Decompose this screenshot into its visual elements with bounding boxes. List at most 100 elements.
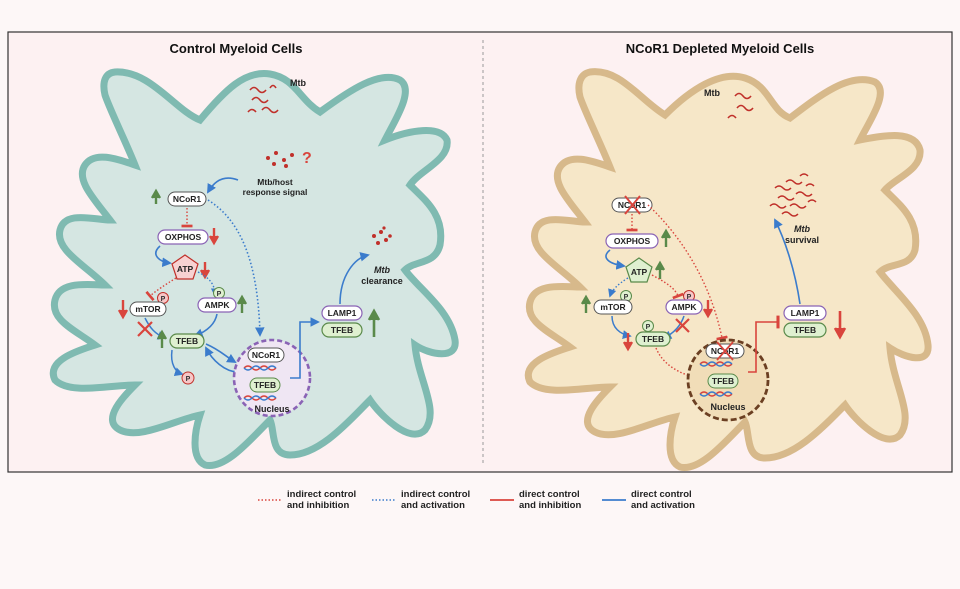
atp-node: ATP bbox=[625, 257, 653, 283]
lamp1-node: LAMP1 TFEB bbox=[321, 305, 363, 338]
oxphos-up-arrow-icon bbox=[660, 228, 672, 247]
outcome-line1: Mtb bbox=[794, 224, 810, 234]
mtor-phospho-label: P bbox=[161, 296, 166, 303]
legend: indirect control and inhibition indirect… bbox=[258, 489, 695, 511]
ampk-up-arrow-icon bbox=[236, 294, 248, 313]
nucleus-inhibits-lamp1 bbox=[748, 315, 780, 373]
atp-node: ATP bbox=[171, 254, 199, 280]
ampk-node: P AMPK bbox=[197, 287, 237, 313]
atp-label: ATP bbox=[631, 267, 648, 277]
nucleus-tfeb-label: TFEB bbox=[254, 380, 276, 390]
left-cell bbox=[49, 68, 459, 469]
right-panel-title: NCoR1 Depleted Myeloid Cells bbox=[626, 41, 815, 56]
mtor-label: mTOR bbox=[600, 302, 625, 312]
signal-label-line1: Mtb/host bbox=[257, 177, 293, 187]
oxphos-to-atp-arrow bbox=[605, 249, 626, 270]
outcome-line2: survival bbox=[785, 235, 819, 245]
ampk-phospho-label: P bbox=[687, 294, 692, 301]
lamp-tfeb-label: TFEB bbox=[794, 325, 816, 335]
tfeb-node: P TFEB bbox=[635, 320, 671, 347]
mtor-down-arrow-icon bbox=[117, 300, 129, 320]
oxphos-down-arrow-icon bbox=[208, 228, 220, 246]
tfeb-phospho-arrow bbox=[170, 349, 184, 376]
legend-item: direct control and inhibition bbox=[490, 489, 581, 511]
lamp-tfeb-label: TFEB bbox=[331, 325, 353, 335]
blocked-cross-icon bbox=[675, 318, 690, 333]
mtor-up-arrow-icon bbox=[580, 294, 592, 313]
blocked-cross-icon bbox=[137, 321, 153, 337]
question-mark: ? bbox=[302, 150, 312, 167]
nucleus-left: NCoR1 TFEB Nucleus bbox=[232, 338, 312, 418]
legend-label-line1: indirect control bbox=[287, 489, 356, 500]
ampk-label: AMPK bbox=[204, 300, 230, 310]
ncor1-label: NCoR1 bbox=[173, 194, 202, 204]
tfeb-up-arrow-icon bbox=[156, 329, 168, 348]
tfeb-label: TFEB bbox=[176, 336, 198, 346]
mtor-phospho-label: P bbox=[624, 294, 629, 301]
atp-down-arrow-icon bbox=[199, 262, 211, 280]
right-cell bbox=[524, 68, 932, 471]
mtb-bacteria-icon bbox=[247, 84, 279, 114]
lamp1-node: LAMP1 TFEB bbox=[783, 305, 827, 338]
ampk-phospho-label: P bbox=[217, 291, 222, 298]
atp-label: ATP bbox=[177, 264, 194, 274]
nucleus-label: Nucleus bbox=[254, 404, 289, 414]
tfeb-down-arrow-icon bbox=[622, 333, 634, 352]
depleted-cross-icon bbox=[624, 195, 641, 215]
signal-dots-icon bbox=[266, 151, 294, 168]
ampk-label: AMPK bbox=[671, 302, 697, 312]
tfeb-label: TFEB bbox=[642, 334, 664, 344]
nucleus-cross-icon bbox=[716, 341, 734, 361]
oxphos-to-atp-arrow bbox=[155, 245, 172, 268]
lamp1-to-clearance-arrow bbox=[339, 252, 370, 305]
legend-item: direct control and activation bbox=[602, 489, 695, 511]
atp-to-mtor-arrow bbox=[608, 277, 629, 298]
atp-inhibits-ampk bbox=[651, 274, 684, 300]
nucleus-ncor1-label: NCoR1 bbox=[252, 350, 281, 360]
tfeb-node: TFEB bbox=[169, 333, 205, 349]
left-panel-title: Control Myeloid Cells bbox=[170, 41, 303, 56]
lamp1-down-arrow-icon bbox=[833, 311, 847, 340]
atp-inhibits-mtor bbox=[145, 277, 177, 302]
lamp1-up-arrow-icon bbox=[367, 308, 381, 337]
nucleus-label: Nucleus bbox=[710, 402, 745, 412]
signal-label-line2: response signal bbox=[243, 187, 308, 197]
oxphos-node: OXPHOS bbox=[605, 233, 659, 249]
legend-label-line1: direct control bbox=[519, 489, 580, 500]
ncor1-node: NCoR1 bbox=[611, 195, 653, 215]
legend-label-line2: and activation bbox=[631, 500, 695, 511]
lamp1-to-survival-arrow bbox=[774, 218, 801, 305]
mtb-label: Mtb bbox=[290, 78, 306, 88]
atp-up-arrow-icon bbox=[654, 260, 666, 279]
legend-label-line2: and activation bbox=[401, 500, 465, 511]
oxphos-label: OXPHOS bbox=[614, 236, 651, 246]
ncor1-node: NCoR1 bbox=[167, 191, 207, 207]
nucleus-tfeb-label: TFEB bbox=[712, 376, 734, 386]
mtor-node: P mTOR bbox=[129, 292, 169, 317]
tfeb-to-nucleus-arrow bbox=[205, 343, 237, 363]
signal-to-ncor1-arrow bbox=[207, 177, 239, 194]
lamp1-label: LAMP1 bbox=[791, 308, 820, 318]
left-panel: Control Myeloid Cells Mtb ? Mtb/host res… bbox=[49, 41, 459, 469]
oxphos-node: OXPHOS bbox=[157, 229, 209, 245]
oxphos-label: OXPHOS bbox=[165, 232, 202, 242]
ampk-node: P AMPK bbox=[665, 290, 703, 315]
outcome-line1: Mtb bbox=[374, 265, 390, 275]
tfeb-phospho-label: P bbox=[186, 376, 191, 383]
lamp1-label: LAMP1 bbox=[328, 308, 357, 318]
legend-label-line2: and inhibition bbox=[519, 500, 581, 511]
ncor1-up-arrow-icon bbox=[150, 188, 162, 204]
outcome-line2: clearance bbox=[361, 276, 403, 286]
ncor1-to-nucleus-arrow bbox=[207, 199, 265, 337]
tfeb-phospho-label: P bbox=[646, 324, 651, 331]
legend-label-line1: indirect control bbox=[401, 489, 470, 500]
mtb-cluster-icon bbox=[769, 173, 817, 217]
legend-item: indirect control and inhibition bbox=[258, 489, 356, 511]
tfeb-phospho-node: P bbox=[181, 371, 195, 385]
ncor1-inhibits-nucleus bbox=[647, 204, 728, 341]
legend-label-line2: and inhibition bbox=[287, 500, 349, 511]
mtb-label: Mtb bbox=[704, 88, 720, 98]
mtor-label: mTOR bbox=[135, 304, 160, 314]
